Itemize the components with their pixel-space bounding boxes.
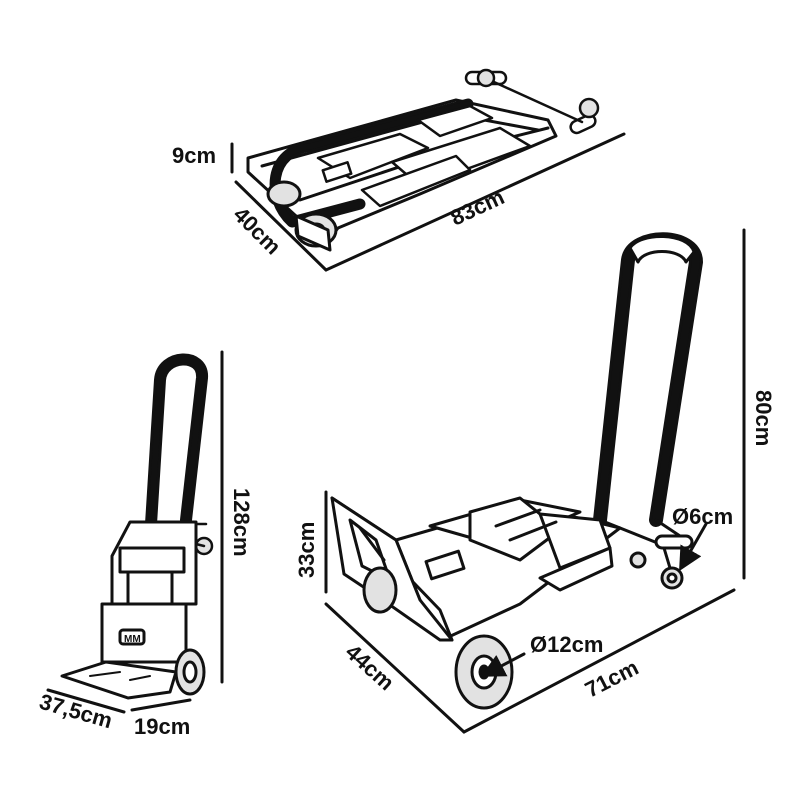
cart-handle-height-label: 80cm [751,390,776,446]
large-wheel-arrow [480,652,526,677]
cart-width-label: 44cm [341,639,400,695]
upright-depth-label: 37,5cm [37,689,116,734]
folded-height-label: 9cm [172,143,216,168]
small-wheel-label: Ø6cm [672,504,733,529]
cart-width-line [324,602,466,734]
upright-dolly-illustration: MM [60,353,214,700]
brand-badge: MM [124,634,141,645]
upright-width-line [130,698,192,712]
small-wheel-arrow [679,522,708,572]
folded-length-line [324,132,626,272]
upright-height-label: 128cm [229,488,254,557]
folded-width-line [234,180,328,272]
cart-length-label: 71cm [581,655,642,703]
cart-mode-illustration [330,232,703,710]
folded-cart-illustration [246,68,600,252]
upright-width-label: 19cm [134,714,190,739]
folded-length-label: 83cm [447,184,509,230]
upright-depth-line [46,688,126,714]
cart-platform-height-label: 33cm [294,522,319,578]
cart-length-line [462,588,736,734]
large-wheel-label: Ø12cm [530,632,603,657]
